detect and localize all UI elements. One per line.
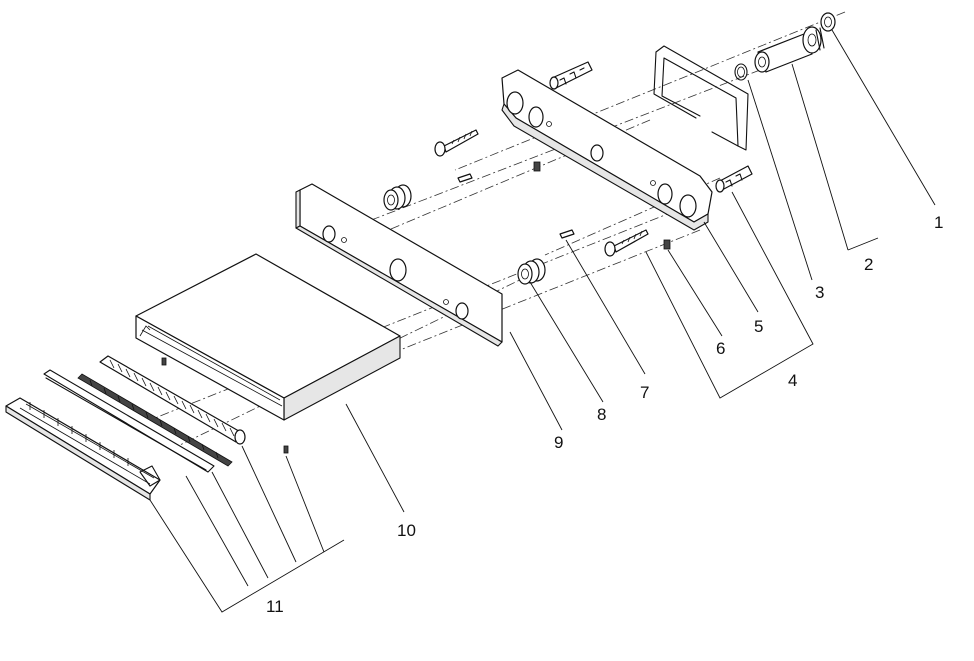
part-1-nut bbox=[820, 12, 836, 32]
callout-5: 5 bbox=[754, 317, 763, 336]
part-9-cover-plate bbox=[295, 183, 503, 347]
callout-6: 6 bbox=[716, 339, 725, 358]
part-10-screw-b bbox=[283, 445, 289, 454]
callout-1: 1 bbox=[934, 213, 943, 232]
callout-8: 8 bbox=[597, 405, 606, 424]
wire-loop bbox=[653, 45, 749, 151]
callout-4: 4 bbox=[788, 371, 797, 390]
callout-labels: 1 2 3 4 5 6 7 8 9 10 11 bbox=[266, 213, 943, 616]
part-8-grommet-bottom bbox=[517, 258, 546, 285]
part-10-screw-a bbox=[161, 357, 167, 366]
part-4-screw-bottom bbox=[604, 229, 649, 257]
part-11-gasket-strip bbox=[43, 369, 215, 473]
part-11-bead-strip bbox=[77, 373, 233, 467]
part-4-wall-plug-top bbox=[549, 61, 593, 90]
callout-11: 11 bbox=[266, 597, 284, 616]
part-6-grub-screw-top bbox=[533, 161, 541, 172]
callout-10: 10 bbox=[397, 521, 416, 540]
part-4-wall-plug-bottom bbox=[715, 165, 753, 193]
part-11-spring-bar bbox=[99, 355, 246, 445]
callout-2: 2 bbox=[864, 255, 873, 274]
callout-9: 9 bbox=[554, 433, 563, 452]
part-11-front-frame bbox=[5, 397, 161, 501]
part-5-mounting-plate bbox=[501, 69, 713, 231]
leader-lines bbox=[149, 29, 936, 613]
part-7-pin-bottom bbox=[559, 229, 575, 239]
part-3-o-ring bbox=[734, 63, 748, 81]
part-8-grommet-top bbox=[383, 184, 412, 211]
part-6-grub-screw-bottom bbox=[663, 239, 671, 250]
callout-3: 3 bbox=[815, 283, 824, 302]
part-10-box-housing bbox=[135, 253, 401, 421]
part-2-sleeve bbox=[754, 26, 825, 73]
part-4-screw-top bbox=[434, 129, 479, 157]
callout-7: 7 bbox=[640, 383, 649, 402]
part-7-pin-top bbox=[457, 173, 473, 183]
